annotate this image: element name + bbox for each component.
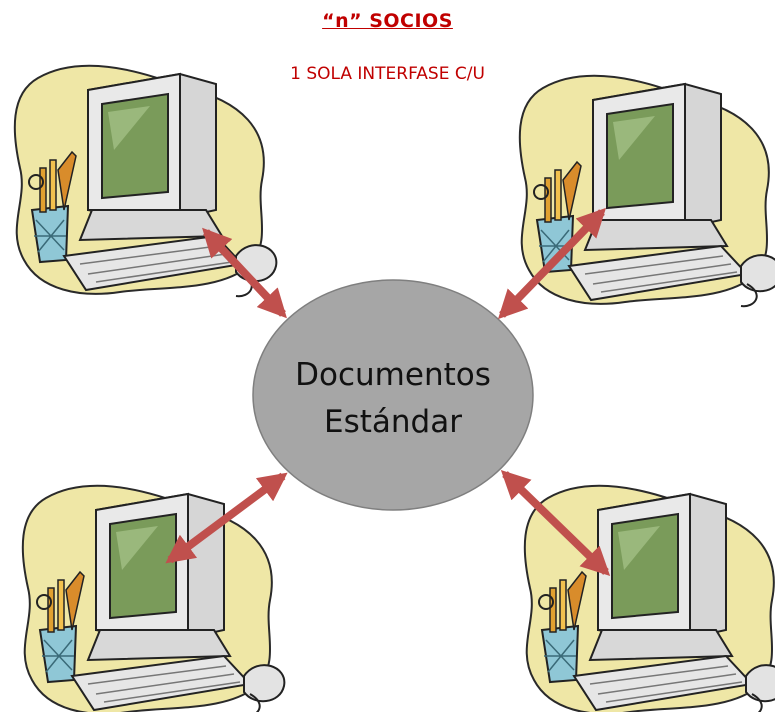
arrow-top-left — [202, 227, 287, 319]
arrow-bottom-right — [500, 469, 611, 577]
partner-computer-top-right — [518, 74, 775, 308]
diagram-title: “n” SOCIOS — [322, 10, 453, 32]
partner-computer-bottom-right — [523, 484, 775, 712]
central-node-ellipse — [252, 279, 534, 511]
partner-computer-bottom-left — [21, 484, 286, 712]
arrow-top-right — [497, 207, 607, 320]
diagram-subtitle: 1 SOLA INTERFASE C/U — [290, 64, 485, 84]
central-node-line1: Documentos — [295, 357, 491, 393]
arrow-bottom-left — [165, 472, 288, 564]
central-node-line2: Estándar — [324, 404, 462, 440]
